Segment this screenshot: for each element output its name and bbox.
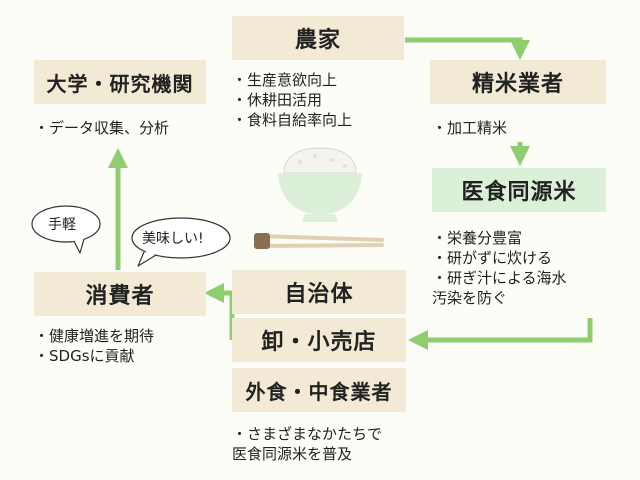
food-service-box: 外食・中食業者 [232, 368, 406, 412]
university-box: 大学・研究機関 [34, 60, 206, 104]
ishoku-rice-note: 汚染を防ぐ [432, 289, 508, 307]
ishoku-rice-notes: ・栄養分豊富 ・研がずに炊ける ・研ぎ汁による海水 汚染を防ぐ [432, 228, 567, 308]
arrow-farmer-to-polisher [405, 37, 530, 60]
rice-polisher-notes: ・加工精米 [432, 118, 507, 138]
university-notes: ・データ収集、分析 [34, 118, 169, 138]
farmer-notes: ・生産意欲向上 ・休耕田活用 ・食料自給率向上 [232, 70, 352, 130]
chopsticks-icon [254, 233, 384, 249]
arrow-wholesale-to-consumer [204, 283, 235, 340]
municipality-box: 自治体 [232, 270, 406, 314]
rice-polisher-box: 精米業者 [430, 60, 606, 104]
food-service-notes: ・さまざまなかたちで 医食同源米を普及 [232, 424, 382, 464]
university-note: ・データ収集、分析 [34, 119, 170, 137]
speech-bubble-right [131, 217, 231, 267]
consumer-box: 消費者 [34, 272, 206, 316]
farmer-note: ・食料自給率向上 [232, 111, 353, 129]
ishoku-rice-box: 医食同源米 [432, 168, 606, 212]
consumer-note: ・SDGsに貢献 [34, 347, 135, 365]
farmer-box: 農家 [232, 16, 404, 60]
rice-polisher-note: ・加工精米 [432, 119, 508, 137]
food-service-note: 医食同源米を普及 [232, 445, 353, 463]
farmer-note: ・生産意欲向上 [232, 71, 338, 89]
speech-bubble-left-text: 手軽 [48, 217, 76, 233]
speech-bubble-right-text: 美味しい! [142, 231, 204, 247]
food-service-note: ・さまざまなかたちで [232, 425, 383, 443]
wholesale-retail-box: 卸・小売店 [232, 318, 406, 362]
speech-bubble-left [31, 205, 101, 254]
ishoku-rice-note: ・栄養分豊富 [432, 229, 523, 247]
arrow-ricebrand-to-wholesale [408, 318, 593, 350]
rice-bowl-icon [278, 147, 362, 222]
consumer-notes: ・健康増進を期待 ・SDGsに貢献 [34, 326, 154, 366]
ishoku-rice-note: ・研がずに炊ける [432, 249, 553, 267]
farmer-note: ・休耕田活用 [232, 91, 323, 109]
consumer-note: ・健康増進を期待 [34, 327, 155, 345]
ishoku-rice-note: ・研ぎ汁による海水 [432, 269, 567, 287]
